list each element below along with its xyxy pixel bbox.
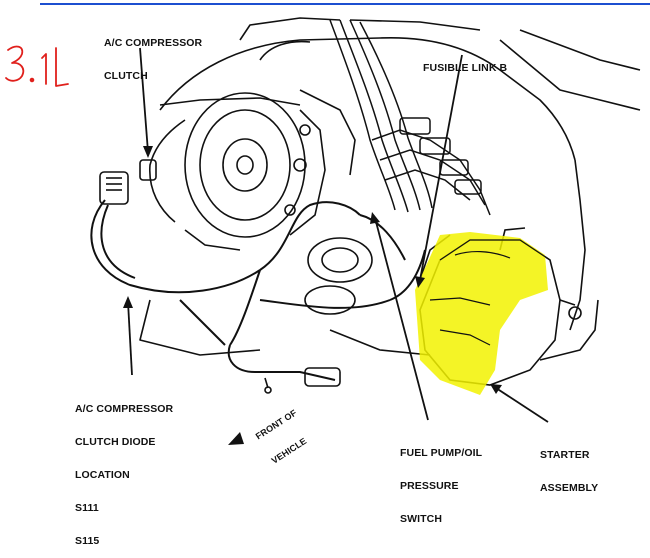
starter-highlight	[415, 232, 548, 395]
callout-arrowheads	[123, 146, 502, 445]
label-fuel-pump-switch: FUEL PUMP/OIL PRESSURE SWITCH	[400, 447, 483, 525]
engine-diagram: A/C COMPRESSOR CLUTCH FUSIBLE LINK B A/C…	[5, 3, 650, 547]
lower-bolt	[264, 367, 341, 394]
label-ac-compressor-clutch: A/C COMPRESSOR CLUTCH	[104, 37, 203, 82]
pulley	[304, 237, 373, 315]
front-arrow-head	[228, 432, 244, 445]
label-starter-assembly: STARTER ASSEMBLY	[540, 449, 599, 494]
engine-block	[139, 17, 641, 361]
ac-compressor	[149, 89, 356, 251]
clutch-connector	[99, 159, 157, 205]
handwritten-note	[5, 45, 69, 87]
label-ac-diode-location: A/C COMPRESSOR CLUTCH DIODE LOCATION S11…	[75, 403, 174, 547]
engine-illustration	[40, 3, 650, 445]
wiring-harness	[90, 199, 426, 381]
callout-leaders	[127, 47, 549, 423]
label-fusible-link-b: FUSIBLE LINK B	[423, 62, 508, 74]
starter-highlight-detail	[429, 239, 551, 346]
